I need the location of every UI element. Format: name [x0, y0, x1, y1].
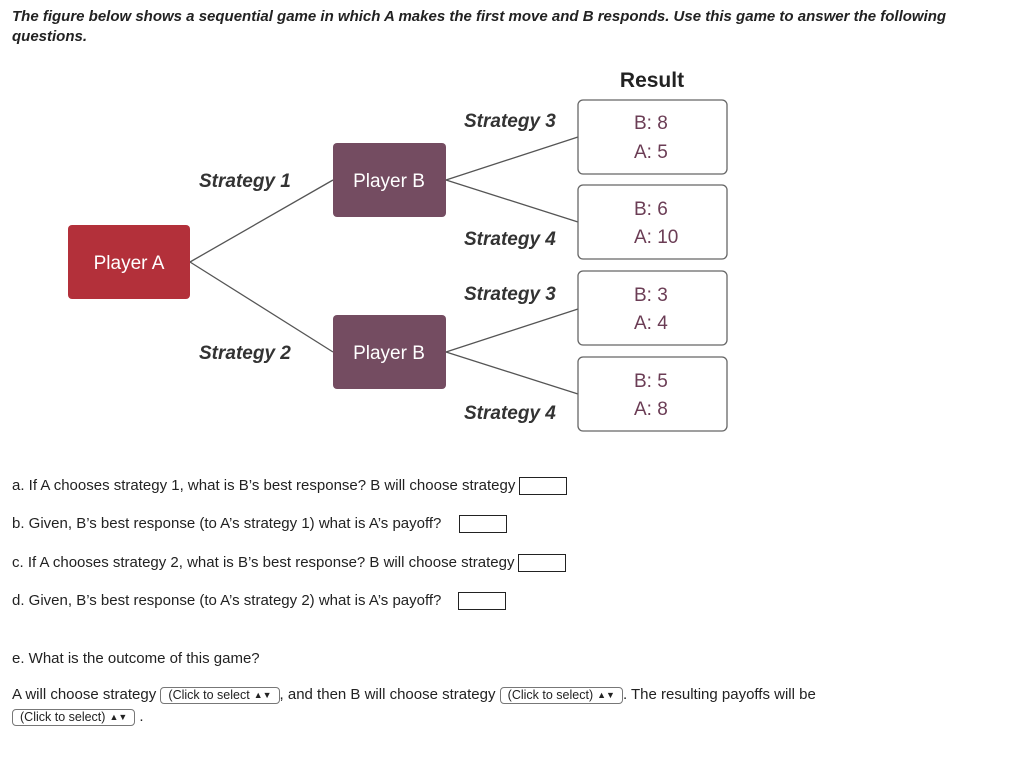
- edge-a-to-b-upper: [189, 179, 334, 263]
- upper-strategy-3-label: Strategy 3: [464, 111, 556, 132]
- question-e: e. What is the outcome of this game?: [12, 650, 260, 667]
- question-a-text: a. If A chooses strategy 1, what is B’s …: [12, 477, 516, 494]
- b-strategy-select-label: (Click to select): [507, 688, 594, 703]
- select-arrows-icon: ▲▼: [109, 712, 128, 723]
- select-arrows-icon: ▲▼: [253, 690, 272, 701]
- question-a: a. If A chooses strategy 1, what is B’s …: [12, 477, 568, 496]
- question-d-text: d. Given, B’s best response (to A’s stra…: [12, 592, 442, 609]
- payoffs-select[interactable]: (Click to select)▲▼: [12, 708, 136, 726]
- lower-strategy-4-label: Strategy 4: [464, 403, 556, 424]
- result-4-a: A: 8: [634, 399, 668, 420]
- outcome-text-2: , and then B will choose strategy: [279, 686, 496, 703]
- question-b: b. Given, B’s best response (to A’s stra…: [12, 515, 508, 534]
- result-1-a: A: 5: [634, 142, 668, 163]
- outcome-line-2: (Click to select)▲▼ .: [12, 708, 144, 726]
- answer-d-input[interactable]: [458, 592, 507, 611]
- intro-text: The figure below shows a sequential game…: [12, 8, 947, 45]
- select-arrows-icon: ▲▼: [597, 690, 615, 701]
- result-2-a: A: 10: [634, 227, 678, 248]
- edge-b-lower-s3: [445, 308, 579, 353]
- result-2-b: B: 6: [634, 199, 668, 220]
- answer-c-input[interactable]: [518, 554, 567, 573]
- result-4-b: B: 5: [634, 371, 668, 392]
- result-box-3: [577, 270, 728, 346]
- lower-strategy-3-label: Strategy 3: [464, 284, 556, 305]
- upper-strategy-4-label: Strategy 4: [464, 229, 556, 250]
- a-strategy-select-label: (Click to select: [168, 688, 250, 703]
- answer-b-input[interactable]: [459, 515, 508, 534]
- player-a-label: Player A: [94, 253, 165, 274]
- player-a-node: [68, 225, 190, 299]
- edge-b-upper-s4: [445, 179, 579, 223]
- b-strategy-select[interactable]: (Click to select)▲▼: [499, 686, 623, 704]
- player-b-upper-node: [333, 143, 446, 217]
- player-b-lower-label: Player B: [353, 343, 425, 364]
- strategy-1-label: Strategy 1: [199, 171, 291, 192]
- question-e-text: e. What is the outcome of this game?: [12, 650, 260, 667]
- result-1-b: B: 8: [634, 113, 668, 134]
- outcome-line-1: A will choose strategy (Click to select▲…: [12, 686, 816, 704]
- outcome-text-3: . The resulting payoffs will be: [622, 686, 816, 703]
- result-3-b: B: 3: [634, 285, 668, 306]
- question-c-text: c. If A chooses strategy 2, what is B’s …: [12, 554, 515, 571]
- question-d: d. Given, B’s best response (to A’s stra…: [12, 592, 507, 611]
- question-b-text: b. Given, B’s best response (to A’s stra…: [12, 515, 442, 532]
- result-header: Result: [620, 69, 684, 92]
- result-box-4: [577, 356, 728, 432]
- question-c: c. If A chooses strategy 2, what is B’s …: [12, 554, 567, 573]
- strategy-2-label: Strategy 2: [199, 343, 291, 364]
- answer-a-input[interactable]: [519, 477, 568, 496]
- player-b-lower-node: [333, 315, 446, 389]
- result-3-a: A: 4: [634, 313, 668, 334]
- payoffs-select-label: (Click to select): [20, 710, 106, 725]
- result-box-1: [577, 99, 728, 175]
- game-tree-diagram: Player A Player B Player B Strategy 1 St…: [68, 69, 728, 432]
- outcome-text-1: A will choose strategy: [12, 686, 157, 703]
- edge-b-upper-s3: [445, 136, 579, 181]
- result-box-2: [577, 184, 728, 260]
- edge-a-to-b-lower: [189, 261, 334, 353]
- edge-b-lower-s4: [445, 351, 579, 395]
- a-strategy-select[interactable]: (Click to select▲▼: [160, 686, 280, 704]
- player-b-upper-label: Player B: [353, 171, 425, 192]
